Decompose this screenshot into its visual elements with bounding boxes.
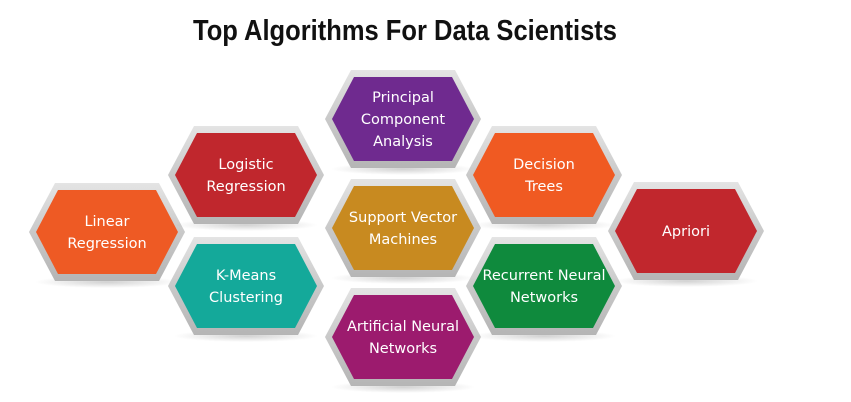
diagram-title: Top Algorithms For Data Scientists: [193, 15, 617, 47]
node-hexagon: [332, 295, 474, 379]
node-hexagon: [175, 244, 317, 328]
node-label: Networks: [510, 290, 578, 306]
node-hexagon: [473, 133, 615, 217]
node-hexagon: [473, 244, 615, 328]
node-apriori: Apriori: [608, 182, 764, 287]
node-hexagon: [332, 186, 474, 270]
node-hexagon: [615, 189, 757, 273]
node-label: Logistic: [218, 157, 273, 173]
node-label: Decision: [513, 157, 575, 173]
node-label: Clustering: [209, 290, 283, 306]
node-label: Recurrent Neural: [482, 268, 605, 284]
node-hexagon: [36, 190, 178, 274]
node-label: K-Means: [216, 268, 276, 284]
node-label: Regression: [206, 179, 285, 195]
node-label: Trees: [524, 179, 563, 195]
node-label: Artificial Neural: [347, 319, 459, 335]
node-label: Regression: [67, 236, 146, 252]
node-label: Principal: [372, 90, 434, 106]
node-label: Linear: [84, 214, 129, 230]
node-label: Apriori: [662, 224, 710, 240]
node-label: Support Vector: [349, 210, 457, 226]
node-label: Analysis: [373, 134, 433, 150]
node-label: Component: [361, 112, 445, 128]
node-hexagon: [332, 77, 474, 161]
node-hexagon: [175, 133, 317, 217]
node-label: Machines: [369, 232, 437, 248]
node-label: Networks: [369, 341, 437, 357]
